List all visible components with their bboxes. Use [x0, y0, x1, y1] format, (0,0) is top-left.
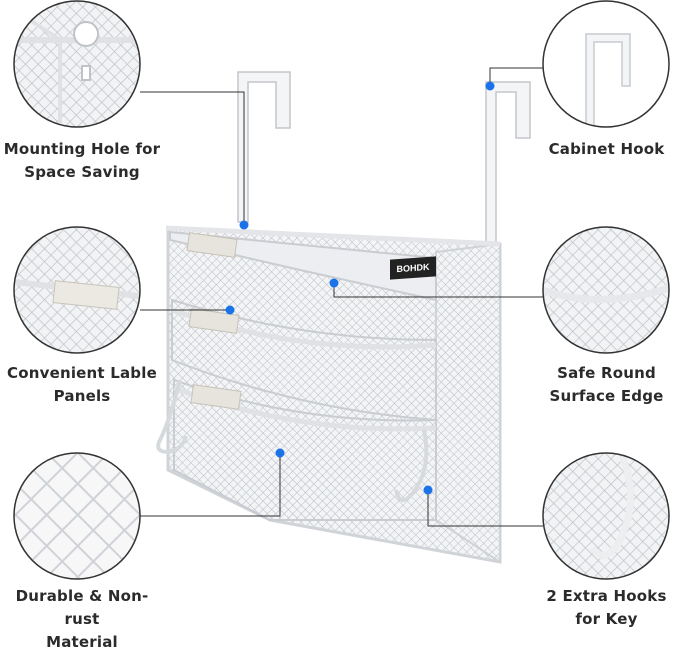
label-extra-hooks: 2 Extra Hooks for Key: [534, 585, 679, 631]
detail-extra-hooks: [542, 452, 670, 580]
organizer-illustration: [156, 71, 531, 564]
detail-mounting-hole: [13, 0, 141, 128]
leader-lines: [140, 67, 543, 527]
label-material-line1: Durable & Non-rust: [15, 587, 149, 628]
right-extra-hook: [394, 429, 429, 502]
callout-dot-mounting: [239, 220, 249, 230]
label-mounting-hole-line2: Space Saving: [24, 163, 140, 181]
label-cabinet-hook-line1: Cabinet Hook: [548, 140, 665, 158]
label-mounting-hole: Mounting Hole for Space Saving: [0, 138, 164, 184]
product-infographic: [13, 0, 670, 580]
callout-dot-hook: [485, 81, 495, 91]
label-lable-panels-line1: Convenient Lable: [7, 364, 157, 382]
detail-cabinet-hook: [542, 0, 670, 128]
callout-dot-panels: [225, 305, 235, 315]
label-material-line2: Material: [46, 633, 118, 651]
label-mounting-hole-line1: Mounting Hole for: [3, 140, 161, 158]
label-lable-panels: Convenient Lable Panels: [0, 362, 164, 408]
callout-dot-material: [275, 448, 285, 458]
callout-dot-extra-hooks: [423, 485, 433, 495]
label-lable-panels-line2: Panels: [53, 387, 111, 405]
detail-round-edge: [542, 226, 670, 354]
callout-dot-edge: [329, 278, 339, 288]
right-cabinet-hook: [485, 81, 531, 251]
left-cabinet-hook: [237, 71, 291, 223]
brand-tag: BOHDK: [390, 256, 436, 280]
label-round-edge: Safe Round Surface Edge: [534, 362, 679, 408]
detail-mesh-material: [13, 452, 141, 580]
label-extra-hooks-line2: for Key: [575, 610, 638, 628]
left-extra-hook: [156, 379, 188, 455]
label-round-edge-line1: Safe Round: [557, 364, 656, 382]
label-cabinet-hook: Cabinet Hook: [534, 138, 679, 161]
detail-label-panels: [13, 226, 141, 354]
label-material: Durable & Non-rust Material: [0, 585, 164, 654]
label-extra-hooks-line1: 2 Extra Hooks: [546, 587, 667, 605]
callout-dots: [225, 81, 495, 495]
label-round-edge-line2: Surface Edge: [549, 387, 664, 405]
